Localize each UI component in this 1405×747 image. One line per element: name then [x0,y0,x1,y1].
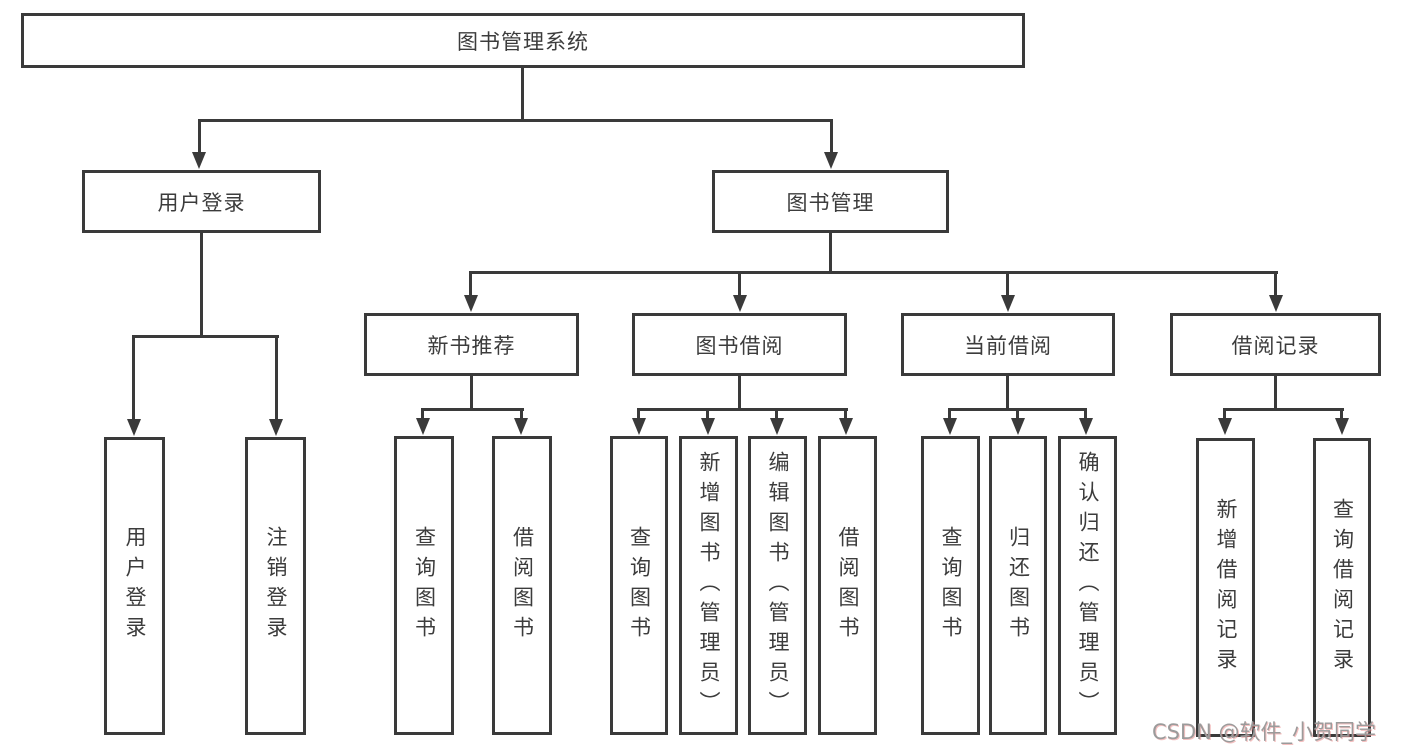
node-new-book-recommend: 新书推荐 [364,313,579,376]
leaf-borrowing-query: 查询图书 [610,436,668,735]
node-root-label: 图书管理系统 [457,29,589,54]
arrowhead-newbooks-leaf-2 [514,418,528,435]
node-new-book-recommend-label: 新书推荐 [427,333,516,358]
arrowhead-records-leaf-2 [1335,418,1349,435]
arrowhead-newbooks-leaf-1 [416,418,430,435]
connector-userlogin-drop-2 [275,335,278,421]
arrowhead-current-leaf-1 [943,418,957,435]
arrowhead-borrowing-leaf-4 [839,418,853,435]
leaf-records-query-label: 查询借阅记录 [1330,497,1355,678]
connector-newbooks-branch [421,408,524,411]
connector-records-stub [1274,376,1277,411]
leaf-user-login: 用户登录 [104,437,165,735]
arrowhead-to-current-borrow [1001,295,1015,312]
leaf-newbooks-borrow: 借阅图书 [492,436,552,735]
connector-borrowing-branch [637,408,848,411]
connector-bookmgmt-drop-2 [738,271,741,299]
connector-current-drop-1 [948,408,951,421]
arrowhead-to-borrowing [733,295,747,312]
leaf-borrowing-edit-admin: 编辑图书（管理员） [748,436,807,735]
leaf-borrowing-query-label: 查询图书 [627,525,652,646]
leaf-borrowing-borrow: 借阅图书 [818,436,877,735]
connector-bookmgmt-branch [469,271,1278,274]
node-book-management: 图书管理 [712,170,949,233]
arrowhead-current-leaf-2 [1011,418,1025,435]
connector-borrowing-drop-3 [775,408,778,421]
leaf-records-add-label: 新增借阅记录 [1214,497,1238,678]
node-current-borrowing-label: 当前借阅 [964,333,1052,358]
leaf-newbooks-borrow-label: 借阅图书 [510,525,535,646]
leaf-records-add: 新增借阅记录 [1196,438,1255,737]
connector-root-trunk [521,68,524,121]
leaf-current-query: 查询图书 [921,436,980,735]
leaf-records-query: 查询借阅记录 [1313,438,1371,737]
node-book-borrowing: 图书借阅 [632,313,847,376]
arrowhead-borrowing-leaf-1 [632,418,646,435]
leaf-borrowing-add-admin-label: 新增图书（管理员） [697,450,721,721]
connector-root-drop-right [830,119,833,156]
node-book-management-label: 图书管理 [786,190,875,215]
leaf-logout-label: 注销登录 [264,526,288,646]
connector-borrowing-drop-1 [637,408,640,421]
connector-borrowing-drop-4 [844,408,847,421]
node-user-login-label: 用户登录 [157,190,246,215]
connector-newbooks-drop-2 [520,408,523,421]
connector-userlogin-branch [132,335,279,338]
connector-records-branch [1223,408,1344,411]
connector-records-drop-2 [1340,408,1343,421]
connector-newbooks-drop-1 [421,408,424,421]
leaf-borrowing-edit-admin-label: 编辑图书（管理员） [766,450,790,721]
connector-bookmgmt-drop-1 [469,271,472,299]
node-current-borrowing: 当前借阅 [901,313,1115,376]
leaf-current-return: 归还图书 [989,436,1047,735]
connector-borrowing-drop-2 [706,408,709,421]
arrowhead-records-leaf-1 [1218,418,1232,435]
connector-borrowing-stub [738,376,741,411]
connector-userlogin-stub [200,233,203,337]
leaf-newbooks-query-label: 查询图书 [412,525,437,646]
connector-newbooks-stub [470,376,473,411]
csdn-watermark: CSDN @软件_小贺同学 [1152,720,1377,744]
connector-bookmgmt-drop-4 [1274,271,1277,299]
connector-current-drop-2 [1016,408,1019,421]
leaf-current-query-label: 查询图书 [939,525,963,646]
connector-current-stub [1006,376,1009,411]
connector-current-drop-3 [1084,408,1087,421]
arrowhead-to-book-mgmt [824,152,838,169]
node-book-borrowing-label: 图书借阅 [695,333,784,358]
leaf-newbooks-query: 查询图书 [394,436,454,735]
leaf-borrowing-borrow-label: 借阅图书 [836,525,860,646]
arrowhead-to-borrow-records [1269,295,1283,312]
arrowhead-to-leaf-login [127,419,141,436]
connector-bookmgmt-stub [829,233,832,274]
leaf-current-return-label: 归还图书 [1006,525,1031,646]
connector-userlogin-drop-1 [132,335,135,421]
leaf-logout: 注销登录 [245,437,306,735]
node-root: 图书管理系统 [21,13,1025,68]
arrowhead-to-user-login [192,152,206,169]
leaf-user-login-label: 用户登录 [123,526,147,646]
arrowhead-to-new-books [464,295,478,312]
connector-bookmgmt-drop-3 [1006,271,1009,299]
leaf-borrowing-add-admin: 新增图书（管理员） [679,436,738,735]
node-user-login: 用户登录 [82,170,321,233]
arrowhead-to-leaf-logout [269,419,283,436]
node-borrowing-records-label: 借阅记录 [1231,333,1320,358]
node-borrowing-records: 借阅记录 [1170,313,1381,376]
leaf-current-confirm-admin: 确认归还（管理员） [1058,436,1117,735]
arrowhead-borrowing-leaf-2 [701,418,715,435]
leaf-current-confirm-admin-label: 确认归还（管理员） [1076,450,1100,721]
connector-root-branch [199,119,833,122]
connector-records-drop-1 [1223,408,1226,421]
arrowhead-borrowing-leaf-3 [770,418,784,435]
arrowhead-current-leaf-3 [1079,418,1093,435]
connector-root-drop-left [198,119,201,156]
